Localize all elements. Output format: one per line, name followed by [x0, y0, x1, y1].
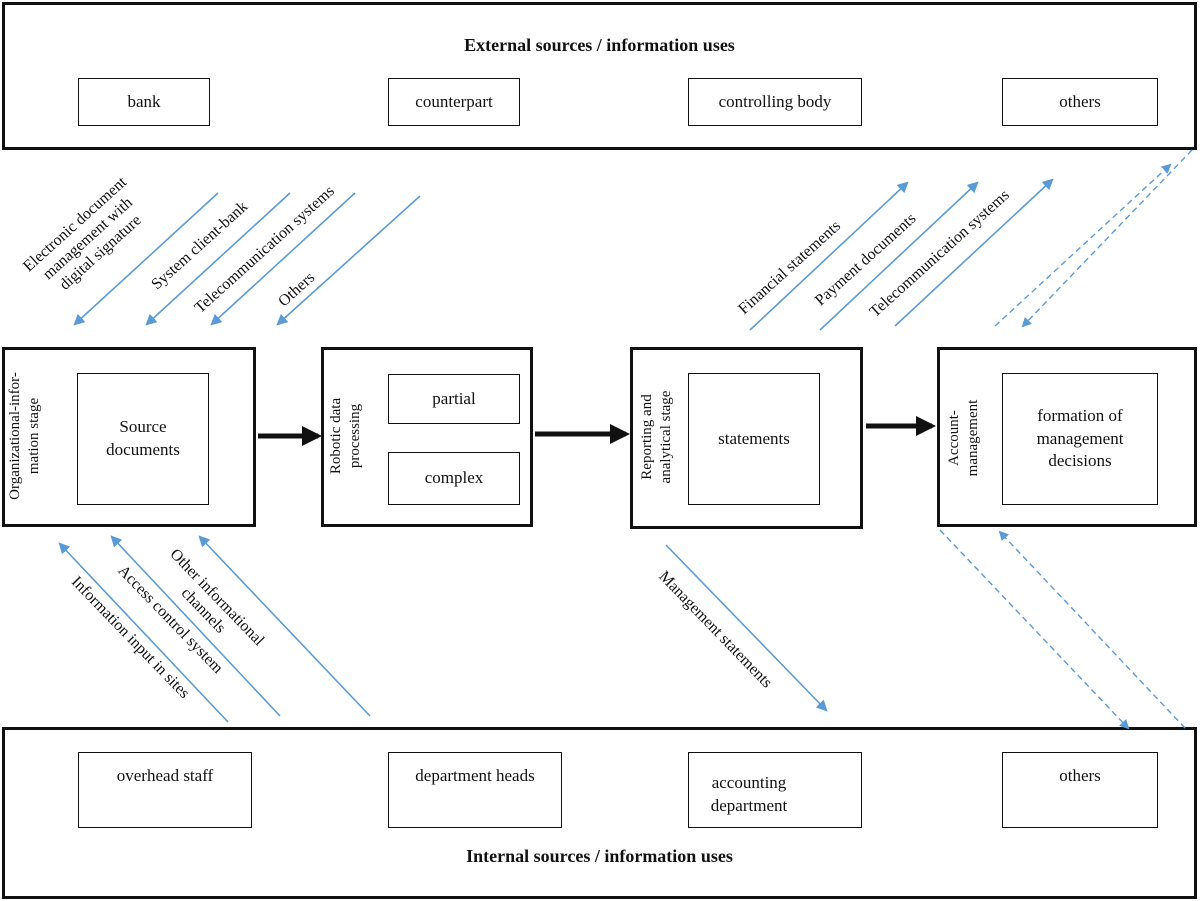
arrow-access-in: [110, 535, 281, 717]
arrow-edo-in: [73, 192, 219, 326]
external-item-counterpart: counterpart: [388, 78, 520, 126]
accounting-text: accounting department: [710, 773, 788, 815]
internal-item-department-heads: department heads: [388, 752, 562, 828]
management-decisions-line2: management: [1036, 428, 1124, 448]
arrow-mgmt-statements-out: [665, 544, 828, 712]
arrow-financial-out: [749, 181, 909, 331]
arrow-client-bank-in: [145, 192, 291, 326]
dashed-mgmt-to-internal: [939, 529, 1130, 730]
source-documents-line1: Source: [119, 417, 167, 437]
dashed-external-to-mgmt: [1021, 149, 1193, 328]
external-item-controlling-body: controlling body: [688, 78, 862, 126]
management-decisions-line1: formation of: [1037, 405, 1123, 425]
statements-box: statements: [688, 373, 820, 505]
internal-item-others: others: [1002, 752, 1158, 828]
internal-item-overhead-staff: overhead staff: [78, 752, 252, 828]
dashed-internal-to-mgmt: [998, 530, 1186, 729]
partial-box: partial: [388, 374, 520, 424]
external-sources-title: External sources / information uses: [464, 35, 735, 55]
internal-item-accounting-department: accounting department: [688, 752, 862, 828]
arrow-telecom-in: [210, 192, 356, 326]
external-item-others: others: [1002, 78, 1158, 126]
internal-sources-title: Internal sources / information uses: [466, 846, 733, 866]
arrow-others-in: [276, 195, 421, 326]
complex-box: complex: [388, 452, 520, 505]
source-documents-line2: documents: [106, 440, 180, 459]
arrow-info-input-in: [58, 542, 229, 723]
management-decisions-line3: decisions: [1048, 451, 1112, 471]
arrow-payment-out: [819, 181, 979, 331]
arrow-telecom-out: [894, 178, 1054, 327]
source-documents-box: Source documents: [77, 373, 209, 505]
management-decisions-box: formation of management decisions: [1002, 373, 1158, 505]
arrow-other-channels-in: [198, 535, 371, 717]
external-item-bank: bank: [78, 78, 210, 126]
